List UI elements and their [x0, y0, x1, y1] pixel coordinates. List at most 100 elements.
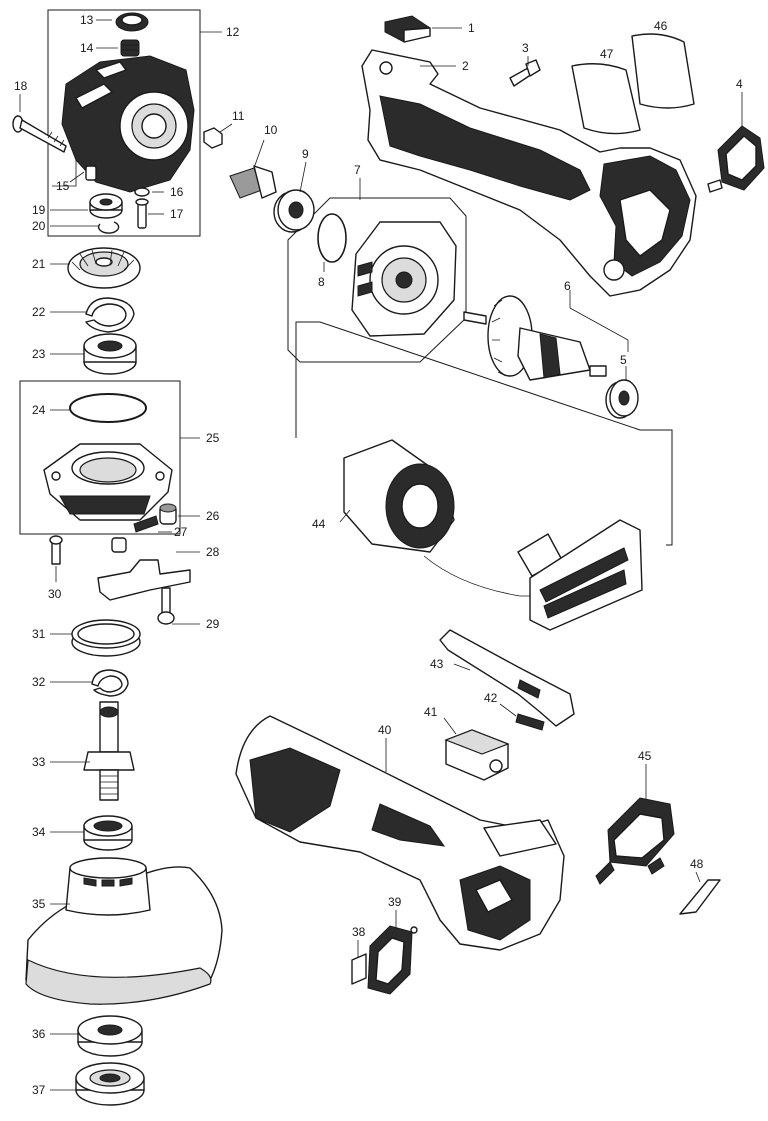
part-bolt-18 [12, 115, 67, 153]
part-bearing-box [43, 443, 173, 521]
callout-45: 45 [638, 749, 652, 763]
part-cover-39 [367, 925, 418, 995]
part-lever-28 [97, 537, 191, 601]
callout-36: 36 [32, 1027, 46, 1041]
callout-32: 32 [32, 675, 46, 689]
part-spring-27 [133, 515, 159, 533]
part-fan-insert-10 [229, 165, 277, 199]
part-terminal-45 [595, 797, 675, 885]
callout-47: 47 [600, 47, 614, 61]
callout-7: 7 [354, 163, 361, 177]
callout-21: 21 [32, 257, 46, 271]
part-switch-41 [444, 729, 510, 781]
callout-16: 16 [170, 185, 184, 199]
group-box-25 [19, 380, 181, 535]
part-retaining-ring-22 [85, 297, 135, 333]
callout-20: 20 [32, 219, 46, 233]
part-nut-11 [203, 127, 223, 149]
callout-30: 30 [48, 587, 62, 601]
part-bevel-gear [67, 247, 141, 289]
part-o-ring-8 [317, 213, 347, 263]
callout-18: 18 [14, 79, 28, 93]
part-spring-42 [515, 713, 545, 731]
callout-labels: 1 2 3 4 5 6 7 8 9 10 11 12 13 14 15 16 1… [14, 13, 743, 1097]
part-label-48 [679, 879, 721, 915]
callout-42: 42 [484, 691, 498, 705]
callout-34: 34 [32, 825, 46, 839]
group-box-12 [47, 9, 201, 237]
callout-19: 19 [32, 203, 46, 217]
callout-24: 24 [32, 403, 46, 417]
part-bearing-5 [605, 379, 639, 419]
part-spindle [83, 701, 135, 801]
part-o-ring-24 [69, 393, 147, 423]
callout-41: 41 [424, 705, 438, 719]
part-label-46 [631, 33, 695, 109]
part-lower-housing [235, 715, 565, 951]
part-stator-controller [343, 439, 643, 631]
callout-6: 6 [564, 279, 571, 293]
callout-3: 3 [522, 41, 529, 55]
part-washer-16 [134, 187, 150, 197]
part-retaining-ring-32 [91, 669, 129, 697]
callout-31: 31 [32, 627, 46, 641]
callout-28: 28 [206, 545, 220, 559]
part-lock-button [115, 12, 149, 32]
part-bearing-9 [273, 189, 315, 233]
part-bracket-43 [439, 629, 575, 727]
callout-40: 40 [378, 723, 392, 737]
callout-8: 8 [318, 275, 325, 289]
part-label-38 [351, 953, 367, 985]
callout-35: 35 [32, 897, 46, 911]
part-spring-14 [120, 39, 140, 57]
callout-17: 17 [170, 207, 184, 221]
leader-lines [19, 19, 743, 1091]
callout-2: 2 [462, 59, 469, 73]
callout-38: 38 [352, 925, 366, 939]
callout-10: 10 [264, 123, 278, 137]
part-upper-housing [361, 49, 697, 297]
callout-26: 26 [206, 509, 220, 523]
part-screw-29 [157, 587, 175, 625]
part-pin-17 [135, 198, 149, 229]
part-rotor [463, 295, 607, 381]
part-gear-housing [61, 55, 195, 193]
part-ring-31 [71, 619, 141, 657]
part-wheel-guard [25, 857, 223, 1005]
callout-46: 46 [654, 19, 668, 33]
callout-14: 14 [80, 41, 94, 55]
callout-4: 4 [736, 77, 743, 91]
callout-33: 33 [32, 755, 46, 769]
part-button-26 [159, 503, 177, 525]
group-box-44 [295, 321, 673, 546]
callout-9: 9 [302, 147, 309, 161]
callout-11: 11 [232, 109, 245, 123]
part-bearing-23 [83, 333, 137, 375]
callout-29: 29 [206, 617, 220, 631]
part-bearing-19 [89, 193, 123, 219]
callout-22: 22 [32, 305, 46, 319]
bracket-6-5 [569, 307, 629, 352]
part-flange-34 [83, 815, 133, 851]
part-motor-baffle [351, 221, 457, 337]
callout-23: 23 [32, 347, 46, 361]
part-retaining-ring-20 [97, 221, 120, 234]
part-switch-knob [384, 15, 431, 43]
callout-27: 27 [174, 525, 188, 539]
part-screw-3 [509, 59, 541, 87]
part-lock-nut [75, 1062, 145, 1106]
part-rear-cover [707, 125, 765, 193]
part-label-47 [571, 63, 641, 135]
part-inner-flange [77, 1015, 143, 1057]
part-pin-15 [85, 165, 97, 181]
part-screw-30 [49, 535, 63, 565]
callout-44: 44 [312, 517, 326, 531]
callout-1: 1 [468, 21, 475, 35]
callout-15: 15 [56, 179, 70, 193]
callout-39: 39 [388, 895, 402, 909]
callout-48: 48 [690, 857, 704, 871]
callout-12: 12 [226, 25, 240, 39]
callout-13: 13 [80, 13, 94, 27]
callout-25: 25 [206, 431, 220, 445]
